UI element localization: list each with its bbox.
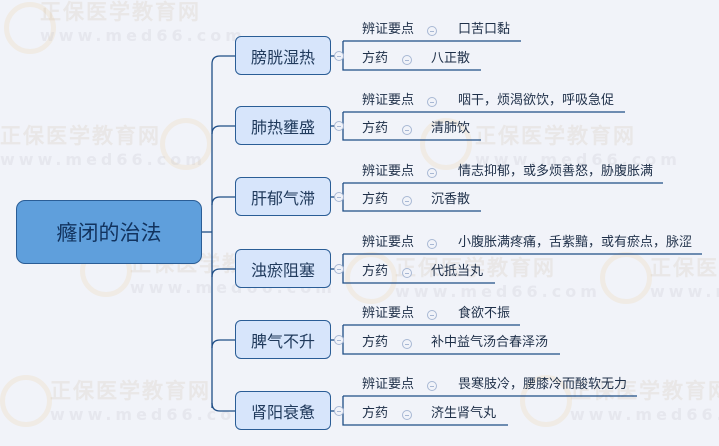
collapse-toggle-icon[interactable] bbox=[402, 125, 412, 135]
collapse-toggle-icon[interactable] bbox=[427, 168, 437, 178]
collapse-toggle-icon[interactable] bbox=[427, 239, 437, 249]
collapse-toggle-icon[interactable] bbox=[402, 339, 412, 349]
branch-node-lung-heat[interactable]: 肺热壅盛 bbox=[235, 106, 331, 145]
branch-label: 肝郁气滞 bbox=[250, 188, 315, 208]
key-points-value: 食欲不振 bbox=[458, 306, 511, 321]
branch-label: 肺热壅盛 bbox=[250, 117, 315, 137]
branch-node-turbid-stasis[interactable]: 浊瘀阻塞 bbox=[235, 249, 331, 288]
collapse-toggle-icon[interactable] bbox=[402, 410, 412, 420]
key-points-value: 咽干，烦渴欲饮，呼吸急促 bbox=[458, 93, 615, 108]
collapse-toggle-icon[interactable] bbox=[402, 196, 412, 206]
branch-node-spleen-qi[interactable]: 脾气不升 bbox=[235, 320, 331, 359]
prescription-value: 八正散 bbox=[431, 51, 471, 66]
key-points-label: 辨证要点 bbox=[362, 306, 415, 321]
branch-label: 脾气不升 bbox=[250, 331, 315, 351]
collapse-toggle-icon[interactable] bbox=[427, 381, 437, 391]
key-points-label: 辨证要点 bbox=[362, 93, 415, 108]
prescription-value: 沉香散 bbox=[431, 192, 471, 207]
collapse-toggle-icon[interactable] bbox=[334, 335, 344, 345]
collapse-toggle-icon[interactable] bbox=[334, 264, 344, 274]
key-points-label: 辨证要点 bbox=[362, 164, 415, 179]
key-points-value: 小腹胀满疼痛，舌紫黯，或有瘀点，脉涩 bbox=[458, 235, 693, 250]
branch-node-bladder-damp-heat[interactable]: 膀胱湿热 bbox=[235, 36, 331, 75]
key-points-label: 辨证要点 bbox=[362, 22, 415, 37]
prescription-value: 济生肾气丸 bbox=[431, 406, 497, 421]
key-points-value: 畏寒肢冷，腰膝冷而酸软无力 bbox=[458, 377, 628, 392]
key-points-value: 口苦口黏 bbox=[458, 22, 511, 37]
prescription-label: 方药 bbox=[362, 192, 389, 207]
branch-label: 肾阳衰惫 bbox=[250, 402, 315, 422]
prescription-label: 方药 bbox=[362, 51, 389, 66]
root-node[interactable]: 癃闭的治法 bbox=[16, 200, 202, 264]
branch-node-liver-qi-stagnation[interactable]: 肝郁气滞 bbox=[235, 177, 331, 216]
key-points-label: 辨证要点 bbox=[362, 235, 415, 250]
prescription-value: 代抵当丸 bbox=[431, 264, 484, 279]
prescription-value: 补中益气汤合春泽汤 bbox=[431, 335, 549, 350]
collapse-toggle-icon[interactable] bbox=[427, 97, 437, 107]
prescription-label: 方药 bbox=[362, 335, 389, 350]
collapse-toggle-icon[interactable] bbox=[402, 55, 412, 65]
collapse-toggle-icon[interactable] bbox=[427, 310, 437, 320]
collapse-toggle-icon[interactable] bbox=[334, 406, 344, 416]
branch-node-kidney-yang[interactable]: 肾阳衰惫 bbox=[235, 391, 331, 430]
collapse-toggle-icon[interactable] bbox=[334, 51, 344, 61]
key-points-value: 情志抑郁，或多烦善怒，胁腹胀满 bbox=[458, 164, 654, 179]
prescription-label: 方药 bbox=[362, 406, 389, 421]
collapse-toggle-icon[interactable] bbox=[427, 26, 437, 36]
key-points-label: 辨证要点 bbox=[362, 377, 415, 392]
branch-label: 膀胱湿热 bbox=[250, 47, 315, 67]
prescription-label: 方药 bbox=[362, 264, 389, 279]
prescription-value: 清肺饮 bbox=[431, 121, 471, 136]
root-label: 癃闭的治法 bbox=[56, 221, 162, 245]
prescription-label: 方药 bbox=[362, 121, 389, 136]
collapse-toggle-icon[interactable] bbox=[334, 192, 344, 202]
collapse-toggle-icon[interactable] bbox=[334, 121, 344, 131]
branch-label: 浊瘀阻塞 bbox=[250, 260, 315, 280]
collapse-toggle-icon[interactable] bbox=[402, 268, 412, 278]
